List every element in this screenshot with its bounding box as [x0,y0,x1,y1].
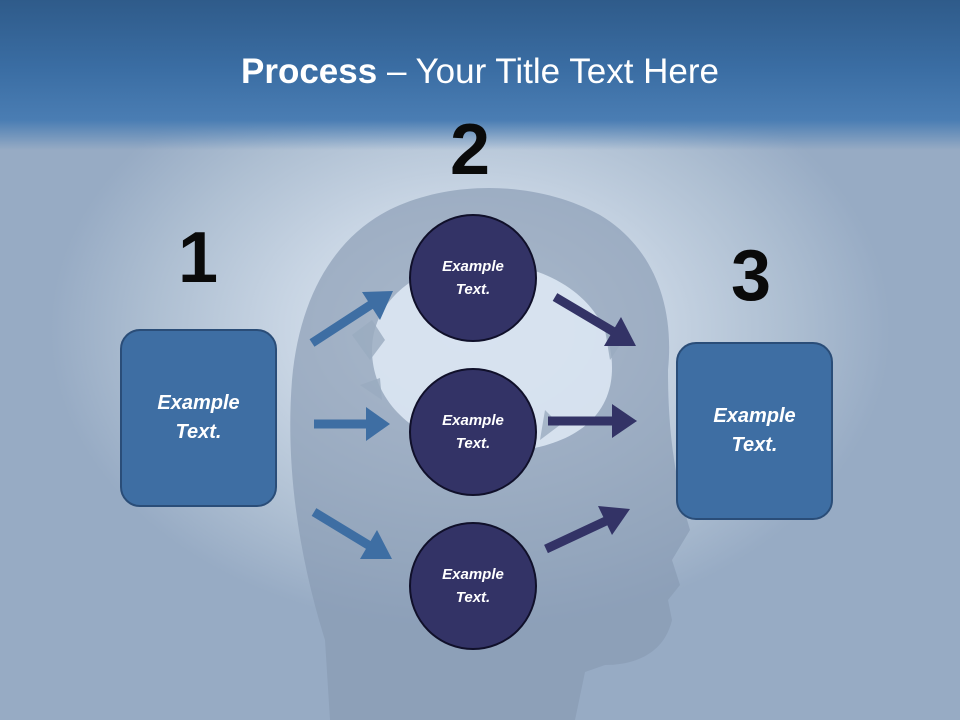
title-rest: – Your Title Text Here [377,52,719,91]
step-2-circle-middle: Example Text. [409,368,537,496]
step-number-3: 3 [731,236,772,316]
step-number-2: 2 [450,110,491,190]
arrow-right-middle [548,404,637,438]
step-3-box: Example Text. [676,342,833,520]
step-1-box: Example Text. [120,329,277,507]
title-bold: Process [241,52,378,91]
step-number-1: 1 [178,218,219,298]
arrow-left-middle [314,407,390,441]
arrow-right-up [544,506,630,554]
slide-title: Process – Your Title Text Here [0,52,960,92]
circle-top-text: Example Text. [442,258,504,298]
step-1-text: Example Text. [157,392,240,443]
step-2-circle-bottom: Example Text. [409,522,537,650]
arrow-right-down [552,293,636,346]
circle-middle-text: Example Text. [442,412,504,452]
arrow-left-down [311,508,392,559]
arrow-left-up [309,291,393,347]
step-3-text: Example Text. [713,405,796,456]
circle-bottom-text: Example Text. [442,566,504,606]
title-bar [0,0,960,150]
step-2-circle-top: Example Text. [409,214,537,342]
